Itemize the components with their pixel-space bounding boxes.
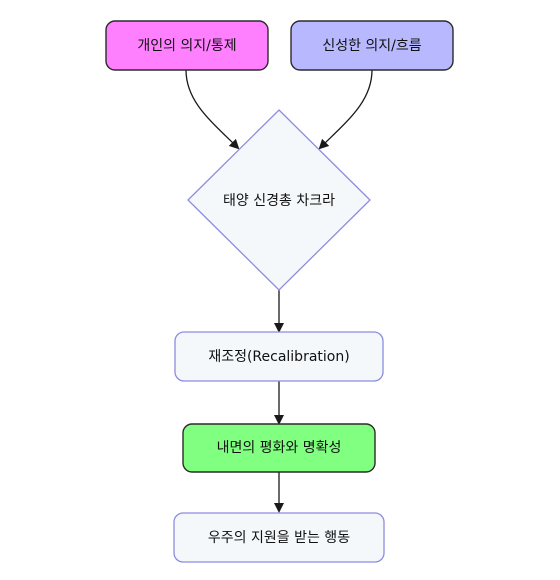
node-inner-peace: 내면의 평화와 명확성 (182, 423, 376, 473)
node-cosmic-support-box (173, 512, 385, 563)
node-solar-plexus-diamond (187, 109, 371, 291)
node-solar-plexus-label: 태양 신경총 차크라 (223, 193, 335, 209)
node-personal-will-label: 개인의 의지/통제 (137, 38, 236, 54)
node-divine-will-box (290, 20, 454, 71)
node-personal-will: 개인의 의지/통제 (105, 20, 269, 71)
node-recalibration-label: 재조정(Recalibration) (208, 349, 349, 365)
edge-personal-to-chakra (185, 69, 240, 150)
node-recalibration: 재조정(Recalibration) (174, 331, 384, 382)
node-divine-will: 신성한 의지/흐름 (290, 20, 454, 71)
edge-divine-to-chakra (318, 69, 373, 150)
node-recalibration-box (174, 331, 384, 382)
node-inner-peace-box (182, 423, 376, 473)
node-inner-peace-label: 내면의 평화와 명확성 (217, 440, 342, 456)
node-cosmic-support-label: 우주의 지원을 받는 행동 (208, 530, 350, 546)
node-cosmic-support: 우주의 지원을 받는 행동 (173, 512, 385, 563)
node-divine-will-label: 신성한 의지/흐름 (322, 38, 421, 54)
node-personal-will-box (105, 20, 269, 71)
node-solar-plexus: 태양 신경총 차크라 (187, 109, 371, 291)
